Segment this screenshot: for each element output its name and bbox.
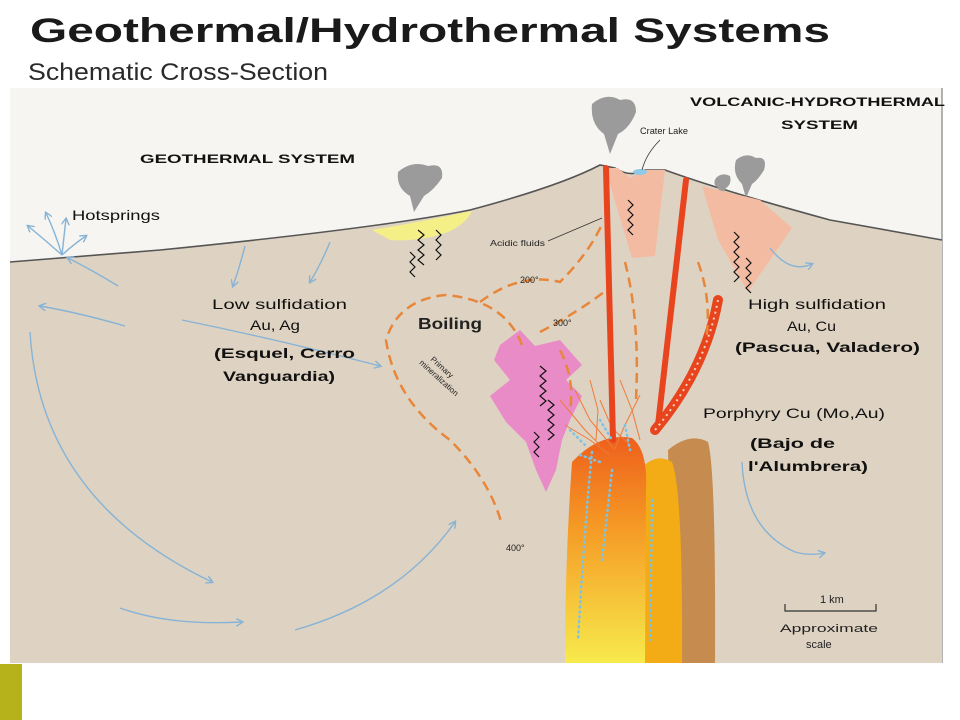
fluid-squiggles: [409, 199, 752, 458]
magma-column-main: [565, 437, 647, 663]
label-porphyry-example-1: (Bajo de: [750, 435, 835, 451]
corner-accent-square: [0, 664, 22, 720]
steam-plume-right: [734, 155, 765, 198]
label-volcanic-hydrothermal-2: SYSTEM: [781, 118, 858, 132]
isotherm-central: [623, 261, 639, 401]
label-high-sulfidation: High sulfidation: [748, 296, 886, 312]
fluid-dots-inner: [600, 468, 614, 562]
fluid-flow-arrows: [28, 213, 824, 631]
label-acidic-fluids: Acidic fluids: [490, 239, 545, 248]
acidic-fluids-leader: [547, 217, 603, 242]
crater-lake: [633, 169, 647, 175]
intrusion-body: [490, 330, 582, 492]
dike-branch: [650, 295, 723, 435]
fluid-dots-golden: [648, 498, 654, 642]
isotherm-east: [696, 261, 710, 341]
isotherm-lower: [558, 349, 573, 411]
scale-bar-value: 1 km: [820, 594, 844, 606]
label-low-sulfidation-example-2: Vanguardia): [223, 368, 335, 384]
label-crater-lake: Crater Lake: [640, 126, 688, 136]
page-subtitle: Schematic Cross-Section: [28, 59, 328, 86]
scale-bar-line: [784, 604, 877, 612]
fracture-network: [559, 379, 641, 456]
label-volcanic-hydrothermal-1: VOLCANIC-HYDROTHERMAL: [690, 95, 945, 109]
label-geothermal-system: GEOTHERMAL SYSTEM: [140, 152, 355, 166]
dike-central: [603, 165, 616, 443]
fluid-dots-main: [576, 450, 594, 642]
isotherm-boiling-loop: [384, 293, 524, 526]
label-temp-400: 400°: [506, 543, 525, 553]
crater-alteration-zone: [605, 168, 665, 258]
label-high-sulfidation-metals: Au, Cu: [787, 318, 836, 334]
magma-column-golden: [640, 458, 683, 663]
flank-alteration-zone: [702, 186, 792, 292]
isotherm-300: [539, 291, 605, 334]
label-low-sulfidation-metals: Au, Ag: [250, 317, 300, 333]
label-low-sulfidation-example-1: (Esquel, Cerro: [214, 345, 355, 361]
page-title: Geothermal/Hydrothermal Systems: [30, 12, 830, 50]
label-hotsprings: Hotsprings: [72, 207, 160, 223]
crater-lake-leader: [641, 139, 661, 171]
fluid-dots-cluster: [568, 418, 632, 464]
isotherm-200: [479, 221, 605, 304]
label-low-sulfidation: Low sulfidation: [212, 296, 347, 312]
label-temp-200: 200°: [520, 275, 539, 285]
steam-plume-summit: [591, 96, 636, 154]
scale-bar-label-2: scale: [806, 639, 832, 651]
dike-east: [655, 177, 689, 428]
label-temp-300: 300°: [553, 318, 572, 328]
steam-plume-small: [714, 174, 731, 196]
label-porphyry-example-2: l'Alumbrera): [748, 458, 868, 474]
scale-bar: 1 km Approximate scale: [780, 594, 878, 651]
label-porphyry: Porphyry Cu (Mo,Au): [703, 405, 885, 421]
ground-surface-line: [9, 164, 943, 263]
scale-bar-label-1: Approximate: [780, 623, 878, 635]
label-high-sulfidation-example: (Pascua, Valadero): [735, 339, 920, 355]
steam-plume-geothermal: [397, 164, 443, 212]
label-boiling: Boiling: [418, 316, 482, 333]
sinter-deposit: [372, 211, 472, 241]
